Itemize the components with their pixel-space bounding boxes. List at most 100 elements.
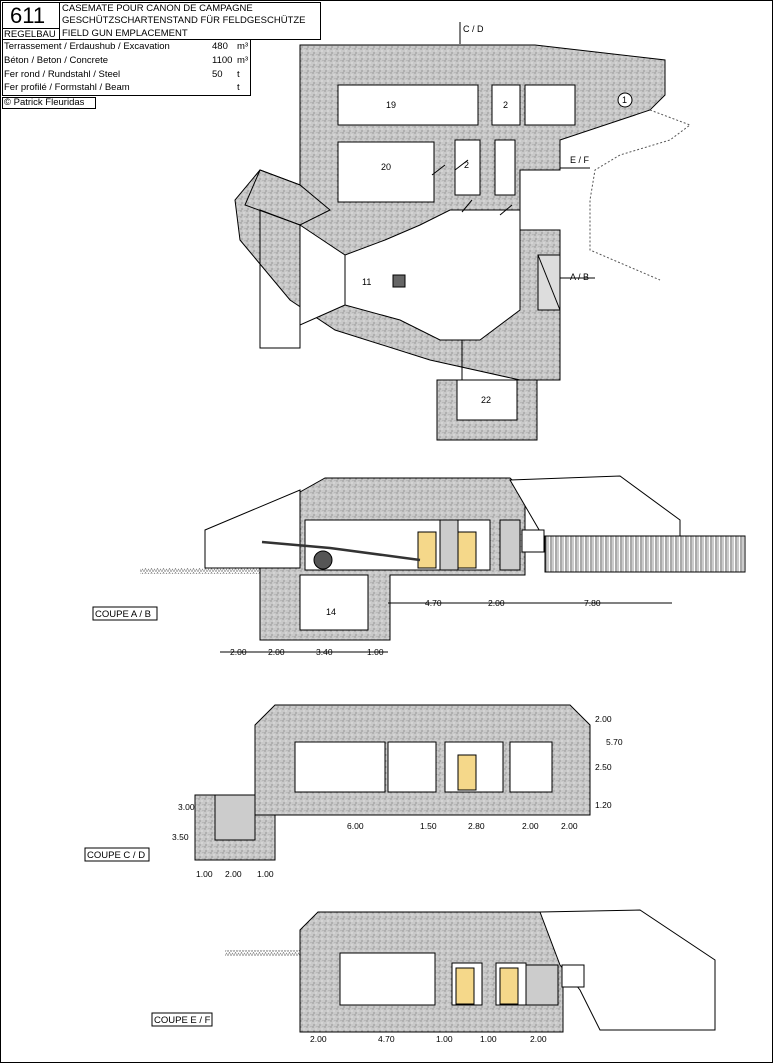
room-22-label: 22 — [481, 395, 491, 405]
room-22 — [456, 379, 518, 421]
periscope-ab — [521, 529, 545, 553]
dim-cd-bottom: 2.00 — [561, 821, 578, 831]
room-2b — [454, 139, 481, 196]
room-cd-1 — [294, 741, 386, 793]
dim-ef-bottom: 2.00 — [530, 1034, 547, 1044]
material-label: Fer profilé / Formstahl / Beam — [4, 82, 130, 93]
dim-cd-left: 3.00 — [178, 802, 195, 812]
dim-ef-bottom: 2.00 — [310, 1034, 327, 1044]
material-label: Fer rond / Rundstahl / Steel — [4, 69, 121, 80]
header-regelbau: REGELBAU — [4, 29, 56, 40]
room-19-label: 19 — [386, 100, 396, 110]
dim-ab-top: 2.00 — [488, 598, 505, 608]
dim-cd-right: 1.20 — [595, 800, 612, 810]
dim-cd-pit: 1.00 — [257, 869, 274, 879]
material-unit: t — [237, 82, 240, 93]
room-1-label: 1 — [622, 95, 627, 105]
ground-ab — [140, 568, 300, 574]
door-ef-2 — [499, 967, 519, 1005]
room-20-label: 20 — [381, 162, 391, 172]
dim-cd-bottom: 2.80 — [468, 821, 485, 831]
material-value: 1100 — [212, 55, 233, 66]
room-2a-label: 2 — [503, 100, 508, 110]
caption-ab: COUPE A / B — [95, 609, 151, 620]
door-ab-1 — [417, 531, 437, 569]
caption-cd: COUPE C / D — [87, 850, 145, 861]
header-title-en: FIELD GUN EMPLACEMENT — [62, 28, 188, 39]
room-2a — [491, 84, 521, 126]
materials-box — [2, 39, 251, 96]
copyright-box — [2, 97, 96, 109]
caption-ef-box — [151, 1012, 213, 1027]
dim-cd-bottom: 6.00 — [347, 821, 364, 831]
dim-ef-bottom: 1.00 — [480, 1034, 497, 1044]
section-ef — [225, 909, 716, 1033]
embrasure-front-ab — [204, 489, 301, 569]
section-ef-label: E / F — [570, 155, 590, 165]
dim-ab-bottom: 2.00 — [268, 647, 285, 657]
room-19 — [337, 84, 479, 126]
dim-ab-bottom: 2.00 — [230, 647, 247, 657]
opening-line — [537, 254, 561, 311]
room-stair — [524, 84, 576, 126]
gun-base — [392, 274, 406, 288]
material-label: Béton / Beton / Concrete — [4, 55, 109, 66]
right-block-ab — [499, 519, 521, 571]
ground-ef — [225, 950, 300, 956]
dim-ab-top: 7.80 — [584, 598, 601, 608]
room-20 — [337, 141, 435, 203]
section-cd-label: C / D — [463, 24, 484, 34]
material-value: 50 — [212, 69, 223, 80]
door — [499, 204, 513, 216]
material-unit: m³ — [237, 55, 249, 66]
door — [431, 164, 446, 176]
room-cd-2 — [387, 741, 437, 793]
dim-cd-right: 2.00 — [595, 714, 612, 724]
door — [461, 199, 473, 213]
dim-cd-right: 2.50 — [595, 762, 612, 772]
header-title-de: GESCHÜTZSCHARTENSTAND FÜR FELDGESCHÜTZE — [62, 15, 306, 26]
plan-view — [234, 22, 692, 441]
dim-ab-top: 4.70 — [425, 598, 442, 608]
room-14-label: 14 — [326, 607, 336, 617]
room-11-label: 11 — [362, 277, 371, 287]
pit-cd-inner — [214, 794, 256, 841]
room-cd-4 — [509, 741, 553, 793]
dim-cd-bottom: 1.50 — [420, 821, 437, 831]
block-ef — [525, 964, 559, 1006]
door-ef-1 — [455, 967, 475, 1005]
copyright: © Patrick Fleuridas — [4, 97, 85, 108]
section-cd — [194, 704, 591, 861]
material-value: 480 — [212, 41, 228, 52]
room-2b-label: 2 — [464, 160, 469, 170]
dim-cd-pit: 2.00 — [225, 869, 242, 879]
room-11 — [344, 209, 521, 341]
dim-ab-bottom: 1.00 — [367, 647, 384, 657]
dim-cd-left: 3.50 — [172, 832, 189, 842]
field-gun — [261, 540, 421, 562]
header-title-fr: CASEMATE POUR CANON DE CAMPAGNE — [62, 3, 253, 14]
embrasure-outline — [259, 209, 301, 349]
material-unit: t — [237, 69, 240, 80]
plan-front-wall — [244, 169, 331, 226]
material-label: Terrassement / Erdaushub / Excavation — [4, 41, 170, 52]
caption-cd-box — [84, 847, 150, 862]
corridor — [494, 139, 516, 196]
palisade-ab — [544, 535, 746, 573]
material-unit: m³ — [237, 41, 249, 52]
header-number: 611 — [10, 3, 46, 28]
dims-ab — [220, 602, 672, 653]
room-ef-1 — [339, 952, 436, 1006]
caption-ab-box — [92, 606, 158, 621]
emergency-exit-marker — [617, 92, 633, 108]
pit-room-14 — [299, 574, 369, 631]
door — [454, 159, 469, 171]
dim-cd-bottom: 2.00 — [522, 821, 539, 831]
dim-ef-bottom: 4.70 — [378, 1034, 395, 1044]
dim-cd-total: 5.70 — [606, 737, 623, 747]
periscope-ef — [561, 964, 585, 988]
section-ab-label: A / B — [570, 272, 589, 282]
dim-ab-bottom: 3.40 — [316, 647, 333, 657]
door-block-ab — [439, 519, 459, 571]
